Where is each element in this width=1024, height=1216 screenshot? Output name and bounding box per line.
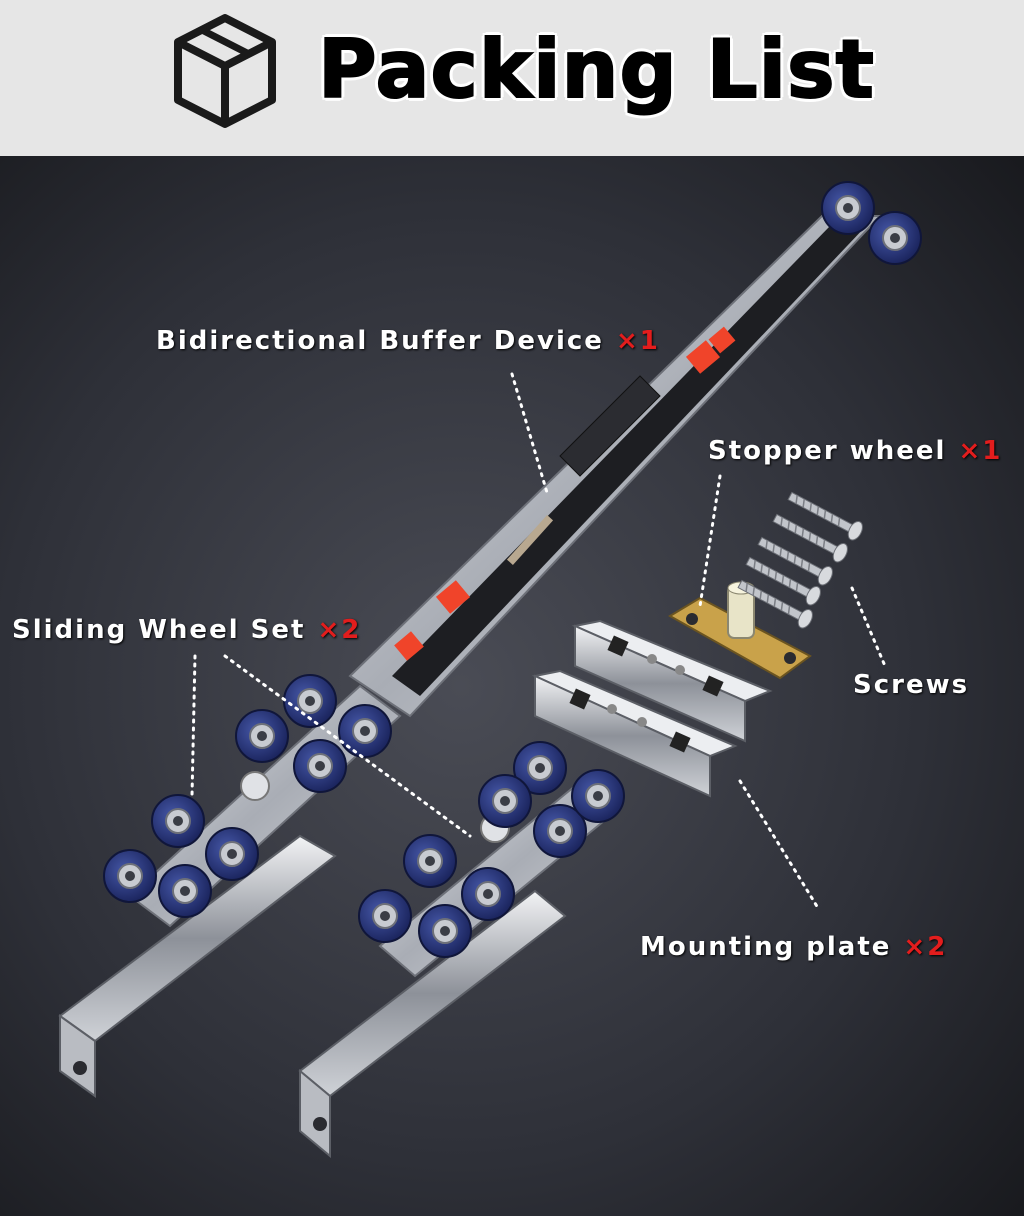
label-stopper-wheel-name: Stopper wheel (708, 436, 947, 466)
label-stopper-wheel: Stopper wheel ×1 (708, 436, 1002, 466)
label-buffer-device: Bidirectional Buffer Device ×1 (156, 326, 660, 356)
leader-lines (190, 372, 887, 910)
label-mounting-plate-name: Mounting plate (640, 932, 892, 962)
label-sliding-wheel-set: Sliding Wheel Set ×2 (12, 615, 361, 645)
mounting-plates (531, 619, 773, 798)
label-buffer-device-qty: ×1 (615, 326, 660, 356)
sliding-wheel-set-right (298, 741, 625, 1159)
photo-background (0, 156, 1024, 1216)
label-screws-name: Screws (853, 670, 970, 700)
label-sliding-wheel-set-qty: ×2 (317, 615, 362, 645)
page-title: Packing List (317, 22, 875, 117)
label-mounting-plate-qty: ×2 (903, 932, 948, 962)
sliding-wheel-set-left (58, 674, 402, 1098)
label-mounting-plate: Mounting plate ×2 (640, 932, 947, 962)
label-stopper-wheel-qty: ×1 (958, 436, 1003, 466)
product-photo: Bidirectional Buffer Device ×1 Stopper wh… (0, 156, 1024, 1216)
label-screws: Screws (853, 670, 969, 700)
header-banner: Packing List (0, 0, 1024, 156)
label-sliding-wheel-set-name: Sliding Wheel Set (12, 615, 306, 645)
product-illustration (0, 156, 1024, 1216)
buffer-device-rail (348, 181, 922, 718)
box-icon (174, 14, 276, 128)
label-buffer-device-name: Bidirectional Buffer Device (156, 326, 604, 356)
